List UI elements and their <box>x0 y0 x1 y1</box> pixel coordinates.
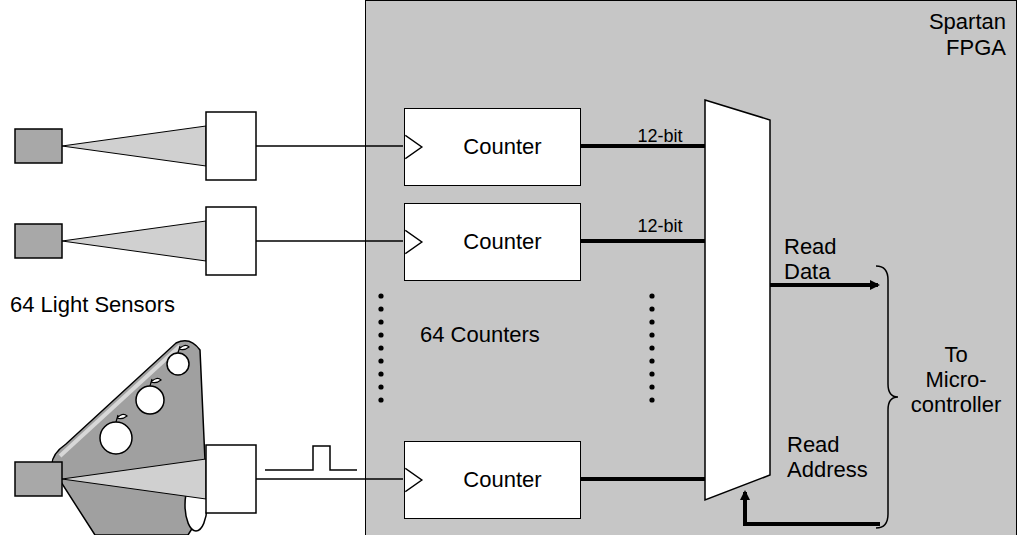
clock-symbol <box>405 109 425 185</box>
text-label: To Micro-controller <box>902 342 1010 417</box>
continuation-dot <box>378 345 383 350</box>
text-label: Read Address <box>787 432 879 482</box>
counter-box: Counter <box>404 203 581 281</box>
data-bus <box>580 239 705 243</box>
curly-brace <box>876 266 898 528</box>
belt-highlight <box>60 346 180 456</box>
continuation-dot <box>378 397 383 402</box>
apple-stem <box>150 378 161 386</box>
counter-label: Counter <box>463 229 541 255</box>
continuation-dot <box>649 293 654 298</box>
apple <box>136 386 164 414</box>
continuation-dot <box>649 319 654 324</box>
continuation-dot <box>649 332 654 337</box>
light-beam <box>62 459 206 499</box>
light-beam <box>62 126 206 166</box>
continuation-dot <box>378 332 383 337</box>
light-receiver <box>206 112 256 180</box>
light-receiver <box>206 445 256 513</box>
multiplexer <box>705 100 770 500</box>
continuation-dot <box>649 384 654 389</box>
clock-triangle <box>405 230 422 253</box>
continuation-dot <box>378 319 383 324</box>
clock-symbol <box>405 204 425 280</box>
continuation-dot <box>378 371 383 376</box>
counter-box: Counter <box>404 441 581 519</box>
continuation-dot <box>378 306 383 311</box>
text-label: 12-bit <box>620 124 700 149</box>
light-source <box>15 462 62 496</box>
fpga-chip: Spartan FPGACounterCounterCounter <box>365 0 1017 535</box>
sensor-wire <box>256 478 403 480</box>
data-bus <box>580 477 705 481</box>
light-beam <box>62 221 206 261</box>
counter-box: Counter <box>404 108 581 186</box>
continuation-dot <box>649 358 654 363</box>
continuation-dot <box>378 384 383 389</box>
continuation-dot <box>378 358 383 363</box>
text-label: 64 Counters <box>420 322 580 347</box>
sensor-wire <box>256 240 403 242</box>
light-receiver <box>206 207 256 275</box>
conveyor-belt <box>51 340 206 534</box>
text-label: Read Data <box>784 234 856 284</box>
apple <box>100 422 132 454</box>
chip-title: Spartan FPGA <box>916 9 1006 61</box>
apple-stem <box>116 414 127 422</box>
clock-triangle <box>405 468 422 491</box>
continuation-dot <box>649 345 654 350</box>
continuation-dot <box>378 293 383 298</box>
clock-symbol <box>405 442 425 518</box>
counter-label: Counter <box>463 134 541 160</box>
read-address-bus <box>745 492 880 524</box>
pulse-waveform <box>265 446 357 470</box>
apple <box>167 353 189 375</box>
text-label: 64 Light Sensors <box>10 292 250 317</box>
counter-label: Counter <box>463 467 541 493</box>
apple-stem <box>178 345 189 353</box>
sensor-wire <box>256 145 403 147</box>
text-label: 12-bit <box>620 214 700 239</box>
light-source <box>15 224 62 258</box>
continuation-dot <box>649 371 654 376</box>
continuation-dot <box>649 306 654 311</box>
clock-triangle <box>405 135 422 158</box>
light-source <box>15 129 62 163</box>
continuation-dot <box>649 397 654 402</box>
